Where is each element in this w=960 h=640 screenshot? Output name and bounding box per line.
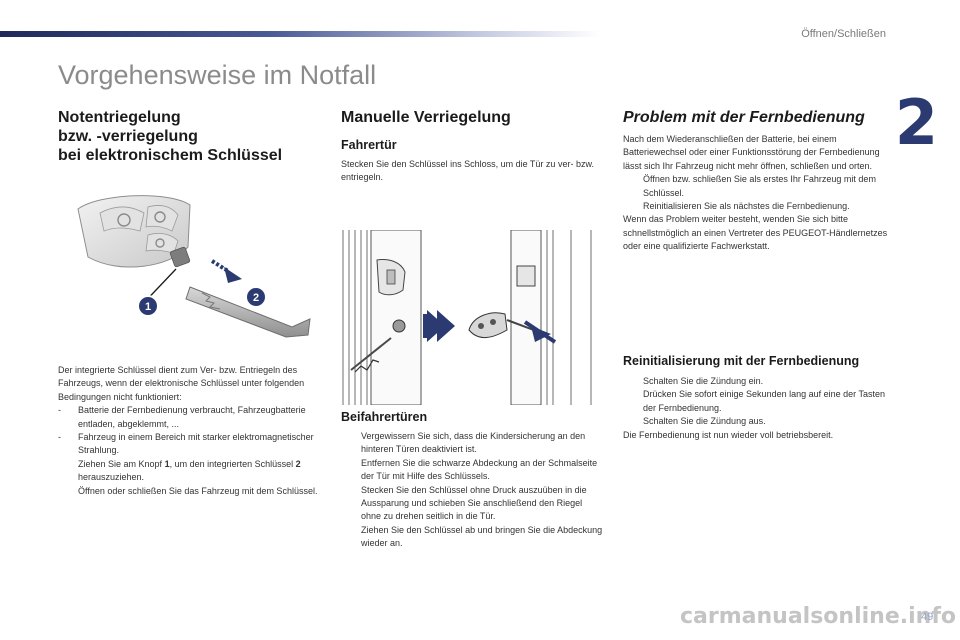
column-passenger-doors: Beifahrertüren Vergewissern Sie sich, da… [341, 410, 603, 551]
list-item: -Batterie der Fernbedienung verbraucht, … [58, 405, 306, 429]
heading-reinitialisation: Reinitialisierung mit der Fernbedienung [623, 354, 860, 368]
list-item: -Fahrzeug in einem Bereich mit starker e… [58, 432, 314, 456]
list-item: Stecken Sie den Schlüssel ohne Druck aus… [361, 484, 587, 522]
list-item: Ziehen Sie den Schlüssel ab und bringen … [361, 524, 603, 549]
page-title: Vorgehensweise im Notfall [58, 60, 377, 90]
callout-2: 2 [253, 292, 259, 304]
column-emergency-unlocking: Notentriegelung bzw. -verriegelung bei e… [58, 108, 320, 165]
callout-1: 1 [145, 301, 151, 313]
column-emergency-text: Der integrierte Schlüssel dient zum Ver-… [58, 364, 320, 498]
reinit-steps-list: Schalten Sie die Zündung ein. Drücken Si… [623, 375, 888, 429]
column-reinitialisation: Reinitialisierung mit der Fernbedienung … [623, 354, 888, 442]
heading-emergency-unlocking: Notentriegelung bzw. -verriegelung bei e… [58, 108, 320, 165]
list-item: Schalten Sie die Zündung aus. [643, 416, 766, 427]
list-item: Schalten Sie die Zündung ein. [643, 376, 764, 386]
heading-passenger-doors: Beifahrertüren [341, 410, 428, 424]
list-item: Drücken Sie sofort einige Sekunden lang … [643, 389, 885, 413]
list-item: Entfernen Sie die schwarze Abdeckung an … [361, 457, 598, 482]
heading-line-2: bzw. -verriegelung [58, 128, 198, 145]
electronic-key-illustration: 1 2 [60, 187, 322, 347]
column-remote-problem: Problem mit der Fernbedienung Nach dem W… [623, 108, 888, 254]
ready-text: Die Fernbedienung ist nun wieder voll be… [623, 429, 834, 440]
list-item: Ziehen Sie am Knopf 1, um den integriert… [78, 458, 301, 483]
page-number: 49 [921, 611, 934, 623]
section-label: Öffnen/Schließen [801, 28, 886, 40]
heading-line-3: bei elektronischem Schlüssel [58, 147, 283, 164]
door-lock-illustration [341, 229, 602, 406]
driver-door-text: Stecken Sie den Schlüssel ins Schloss, u… [341, 159, 594, 183]
watermark: carmanualsonline.info [680, 604, 956, 629]
intro-paragraph: Der integrierte Schlüssel dient zum Ver-… [58, 365, 305, 402]
remote-problem-text: Nach dem Wiederanschließen der Batterie,… [623, 134, 880, 171]
list-item: Vergewissern Sie sich, dass die Kindersi… [361, 431, 586, 455]
column-manual-locking: Manuelle Verriegelung Fahrertür Stecken … [341, 108, 603, 185]
dash-marker: - [58, 432, 61, 443]
dash-marker: - [58, 405, 61, 416]
list-item: Öffnen bzw. schließen Sie als erstes Ihr… [643, 174, 876, 198]
heading-driver-door: Fahrertür [341, 138, 397, 152]
passenger-steps-list: Vergewissern Sie sich, dass die Kindersi… [341, 430, 603, 551]
chapter-number: 2 [894, 86, 938, 159]
list-item: Reinitialisieren Sie als nächstes die Fe… [643, 201, 850, 212]
heading-remote-problem: Problem mit der Fernbedienung [623, 109, 865, 126]
heading-manual-locking: Manuelle Verriegelung [341, 109, 511, 126]
conditions-list: -Batterie der Fernbedienung verbraucht, … [58, 404, 320, 458]
remote-steps-list: Öffnen bzw. schließen Sie als erstes Ihr… [623, 173, 888, 213]
steps-list: Ziehen Sie am Knopf 1, um den integriert… [58, 458, 320, 498]
heading-line-1: Notentriegelung [58, 109, 181, 126]
dealer-advice-text: Wenn das Problem weiter besteht, wenden … [623, 214, 888, 252]
list-item: Öffnen oder schließen Sie das Fahrzeug m… [78, 485, 318, 496]
header-color-bar [0, 31, 600, 37]
